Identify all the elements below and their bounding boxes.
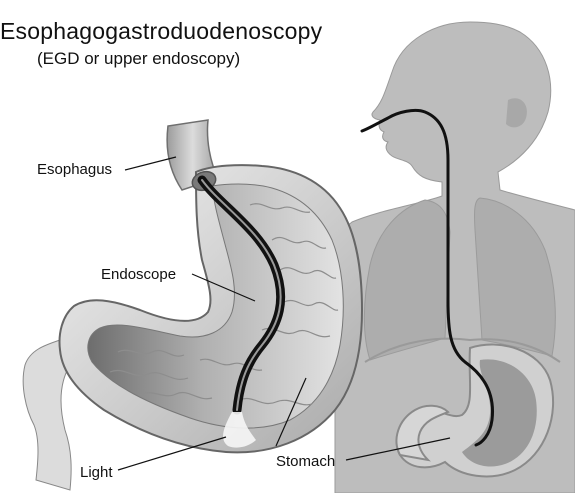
label-esophagus: Esophagus (37, 161, 112, 178)
label-endoscope: Endoscope (101, 266, 176, 283)
diagram-subtitle: (EGD or upper endoscopy) (37, 49, 240, 69)
label-light: Light (80, 464, 113, 481)
esophagus-leader (125, 157, 176, 170)
label-stomach: Stomach (276, 453, 335, 470)
diagram-title: Esophagogastroduodenoscopy (0, 18, 322, 45)
